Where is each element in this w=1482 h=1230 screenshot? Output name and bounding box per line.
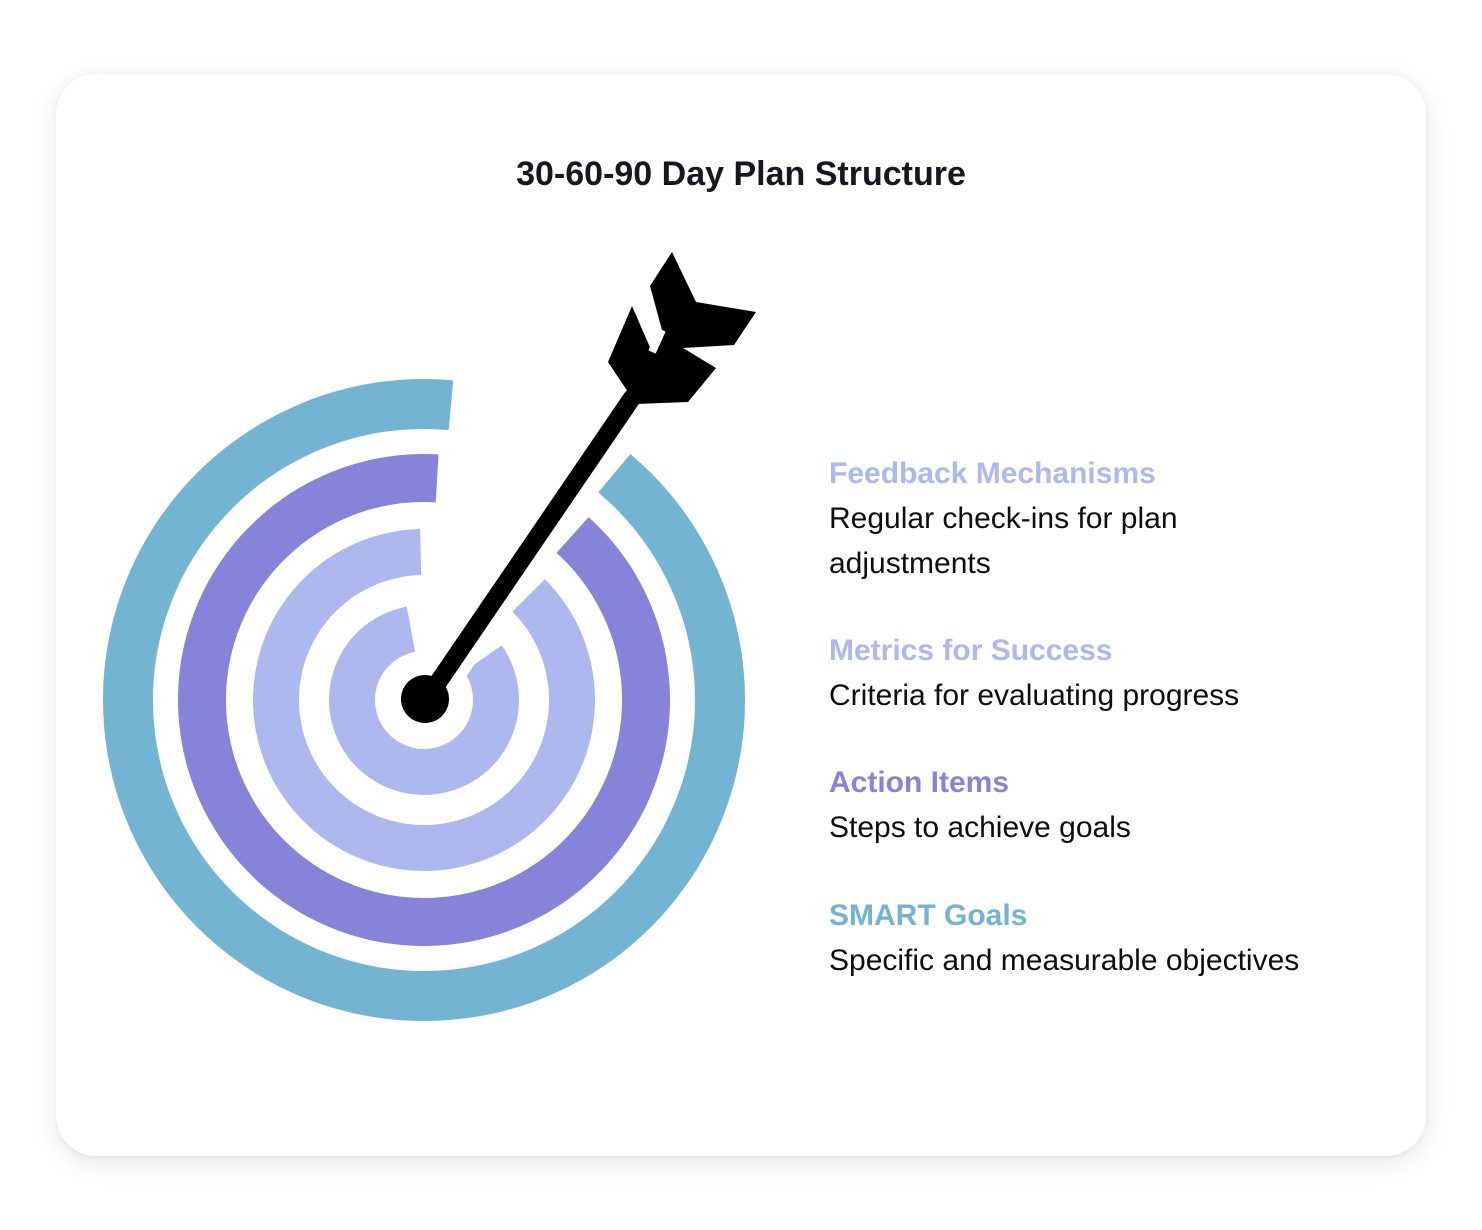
legend-description: Criteria for evaluating progress <box>829 679 1240 712</box>
target-ring-third <box>252 529 595 871</box>
legend-item-feedback-mechanisms: Feedback Mechanisms Regular check-ins fo… <box>829 452 1429 586</box>
legend-description: Regular check-ins for plan adjustments <box>829 502 1178 580</box>
target-ring-inner <box>329 605 519 795</box>
legend-item-action-items: Action Items Steps to achieve goals <box>829 761 1429 850</box>
arrow-icon <box>401 252 756 723</box>
legend-label: Action Items <box>829 766 1010 799</box>
page-title: 30-60-90 Day Plan Structure <box>516 155 966 193</box>
target-ring-outer <box>103 379 745 1021</box>
legend-label: Metrics for Success <box>829 634 1113 667</box>
legend-item-metrics-for-success: Metrics for Success Criteria for evaluat… <box>829 629 1429 718</box>
legend-item-smart-goals: SMART Goals Specific and measurable obje… <box>829 894 1429 983</box>
target-ring-second <box>178 454 670 946</box>
legend-description: Steps to achieve goals <box>829 811 1131 844</box>
legend-label: SMART Goals <box>829 899 1028 932</box>
legend-label: Feedback Mechanisms <box>829 457 1156 490</box>
legend-description: Specific and measurable objectives <box>829 944 1300 977</box>
